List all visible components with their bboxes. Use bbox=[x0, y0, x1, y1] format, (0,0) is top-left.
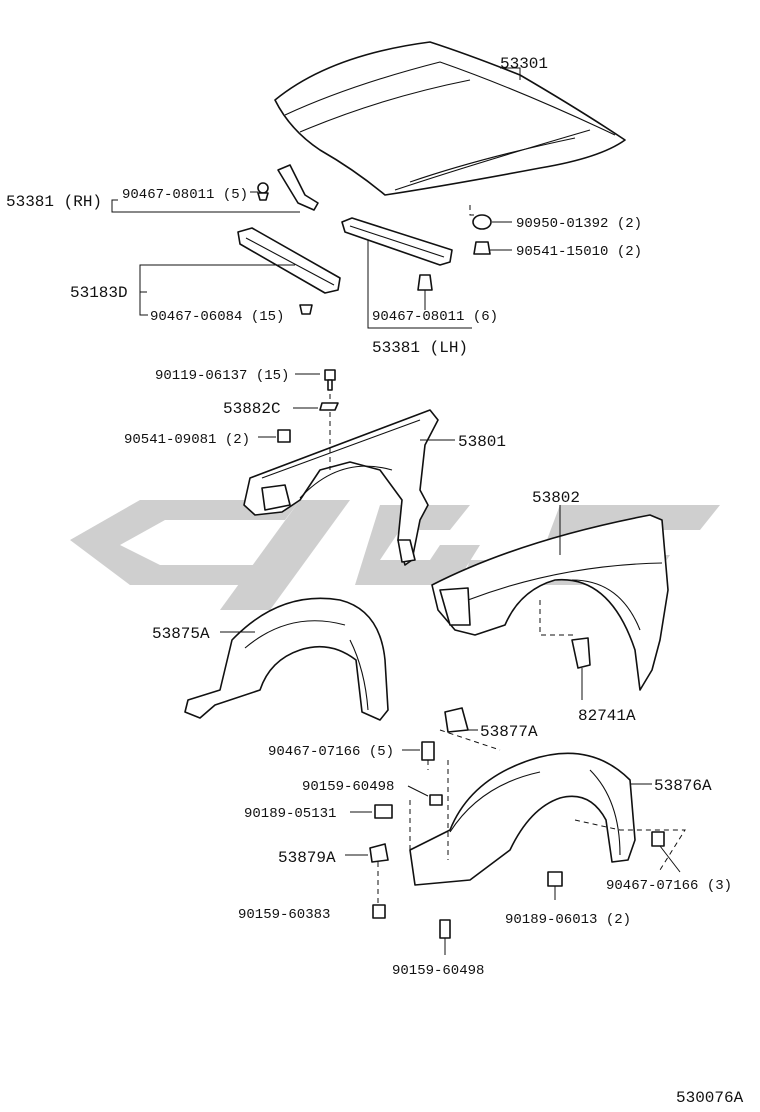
label-53381rh: 53381 (RH) bbox=[6, 193, 102, 211]
hood-seal-lh-part bbox=[341, 217, 453, 291]
label-90119-06137: 90119-06137 (15) bbox=[155, 368, 289, 384]
fender-liner-rh-part bbox=[184, 597, 389, 721]
label-90541-09081: 90541-09081 (2) bbox=[124, 432, 250, 448]
front-fender-lh-part bbox=[431, 514, 669, 691]
front-fender-rh-part bbox=[243, 385, 439, 566]
label-82741a: 82741A bbox=[578, 707, 636, 725]
harness-clamp-part bbox=[571, 637, 591, 669]
label-90467-07166-3: 90467-07166 (3) bbox=[606, 878, 732, 894]
label-90950-01392: 90950-01392 (2) bbox=[516, 216, 642, 232]
fender-liner-lh-part bbox=[409, 752, 686, 886]
label-90159-60383: 90159-60383 bbox=[238, 907, 330, 923]
label-53879a: 53879A bbox=[278, 849, 336, 867]
label-90189-06013: 90189-06013 (2) bbox=[505, 912, 631, 928]
hood-bumper-part bbox=[469, 205, 492, 255]
label-53801: 53801 bbox=[458, 433, 506, 451]
hood-seal-rh-part bbox=[257, 164, 319, 211]
hood-part bbox=[274, 41, 626, 196]
label-53876a: 53876A bbox=[654, 777, 712, 795]
label-53301: 53301 bbox=[500, 55, 548, 73]
label-90467-08011-5: 90467-08011 (5) bbox=[122, 187, 248, 203]
label-90467-07166-5: 90467-07166 (5) bbox=[268, 744, 394, 760]
label-90159-60498-lower: 90159-60498 bbox=[392, 963, 484, 979]
label-90467-08011-6: 90467-08011 (6) bbox=[372, 309, 498, 325]
label-53877a: 53877A bbox=[480, 723, 538, 741]
label-53381lh: 53381 (LH) bbox=[372, 339, 468, 357]
liner-bracket-part bbox=[421, 707, 501, 770]
label-53875a: 53875A bbox=[152, 625, 210, 643]
label-53882c: 53882C bbox=[223, 400, 281, 418]
label-90467-06084: 90467-06084 (15) bbox=[150, 309, 284, 325]
figure-code: 530076A bbox=[676, 1089, 744, 1107]
label-53802: 53802 bbox=[532, 489, 580, 507]
lead-53381rh bbox=[111, 199, 300, 213]
liner-screws-part bbox=[369, 794, 665, 939]
label-90159-60498-upper: 90159-60498 bbox=[302, 779, 394, 795]
fender-bolt-part bbox=[277, 369, 339, 443]
label-90541-15010: 90541-15010 (2) bbox=[516, 244, 642, 260]
label-53183d: 53183D bbox=[70, 284, 128, 302]
hood-to-cowl-seal-part bbox=[237, 227, 341, 315]
label-90189-05131: 90189-05131 bbox=[244, 806, 336, 822]
